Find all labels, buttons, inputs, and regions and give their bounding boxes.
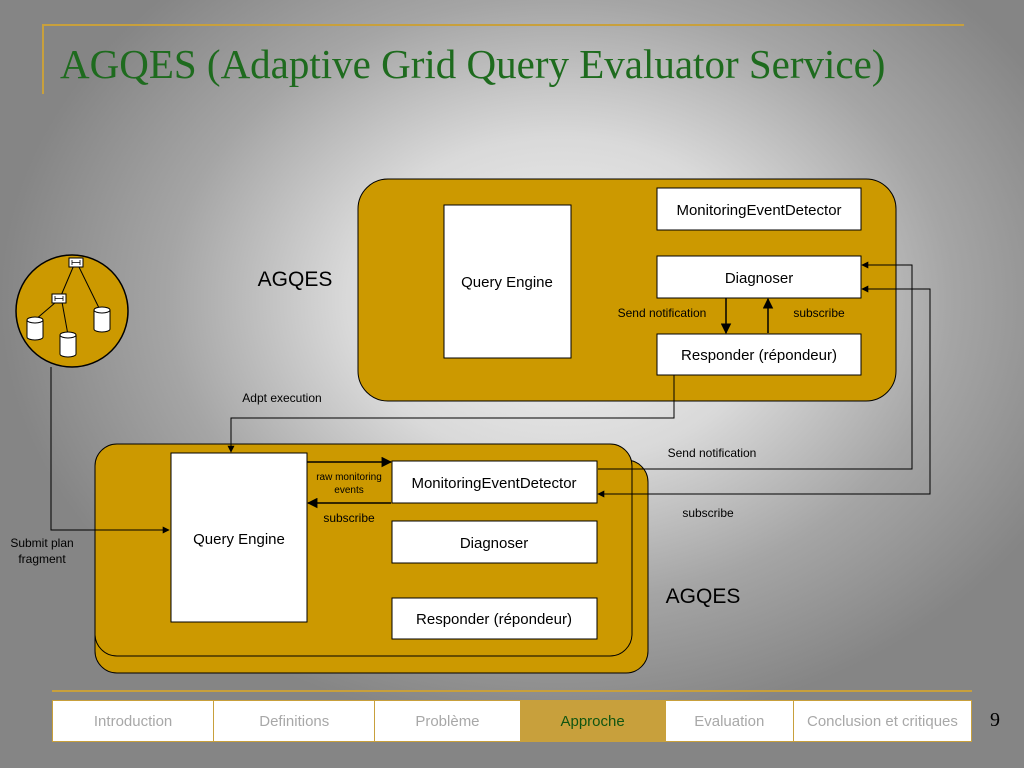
cross-subscribe-label: subscribe [682, 506, 734, 520]
nav-tab-definitions[interactable]: Definitions [214, 701, 375, 741]
top-monitoring-box [656, 187, 862, 231]
nav-tab-evaluation[interactable]: Evaluation [665, 701, 793, 741]
bottom-query-engine-box [170, 452, 308, 623]
nav-tab-approche[interactable]: Approche [520, 701, 665, 741]
bottom-query-engine-label: Query Engine [193, 531, 285, 548]
top-agqes-label: AGQES [258, 268, 333, 291]
bottom-diagnoser-label: Diagnoser [460, 535, 528, 552]
submit-plan-arrow [50, 367, 170, 534]
bottom-agqes-label: AGQES [666, 585, 741, 608]
nav-tab-conclusion[interactable]: Conclusion et critiques [793, 701, 972, 741]
top-query-engine-label: Query Engine [461, 274, 553, 291]
page-number: 9 [990, 709, 1000, 731]
raw-monitoring-label-line1: raw monitoring [316, 472, 382, 483]
cross-subscribe-arrow [597, 285, 931, 498]
bottom-monitoring-box [391, 460, 598, 504]
top-send-notification-label: Send notification [618, 306, 707, 320]
raw-monitoring-label-line2: events [334, 485, 363, 496]
bottom-diagnoser-box [391, 520, 598, 564]
architecture-diagram: Query Engine MonitoringEventDetector Dia… [10, 178, 931, 674]
nav-rule [52, 690, 972, 692]
section-nav: Introduction Definitions Problème Approc… [52, 700, 972, 742]
slide-title: AGQES (Adaptive Grid Query Evaluator Ser… [60, 41, 886, 87]
top-query-engine-box [443, 204, 572, 359]
top-monitoring-label: MonitoringEventDetector [676, 202, 841, 219]
cross-send-notification-label: Send notification [668, 446, 757, 460]
title-rule-left [42, 24, 44, 94]
grid-cluster-icon [15, 254, 129, 368]
bottom-monitoring-label: MonitoringEventDetector [411, 475, 576, 492]
bottom-responder-label: Responder (répondeur) [416, 611, 572, 628]
nav-tab-probleme[interactable]: Problème [375, 701, 520, 741]
bottom-responder-box [391, 597, 598, 640]
submit-plan-label-line1: Submit plan [10, 536, 73, 550]
top-responder-label: Responder (répondeur) [681, 347, 837, 364]
title-rule-top [42, 24, 964, 26]
bottom-subscribe-label: subscribe [323, 511, 375, 525]
top-subscribe-label: subscribe [793, 306, 845, 320]
submit-plan-label-line2: fragment [18, 552, 66, 566]
nav-tab-introduction[interactable]: Introduction [53, 701, 214, 741]
adapt-execution-label: Adpt execution [242, 391, 321, 405]
top-diagnoser-label: Diagnoser [725, 270, 793, 287]
